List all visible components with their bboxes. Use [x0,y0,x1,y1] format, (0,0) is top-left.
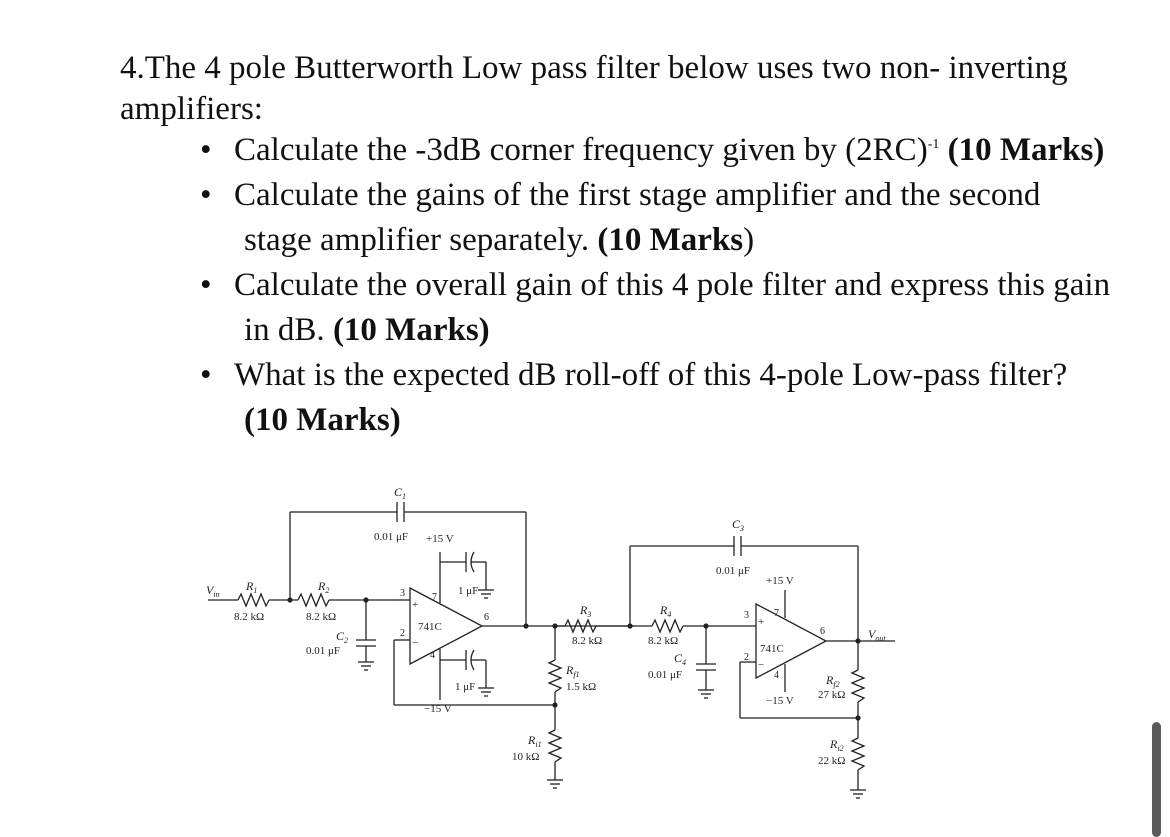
value-c2: 0.01 μF [306,645,340,657]
svg-text:4: 4 [430,650,435,661]
label-r4: R4 [659,603,671,619]
svg-text:6: 6 [820,626,825,637]
label-rf1: Rf1 [565,663,580,679]
butterworth-filter-schematic: Vin R1 8.2 kΩ R2 8.2 kΩ C1 0.01 μF +15 V… [206,485,895,799]
label-vout: Vout [868,627,886,643]
vertical-scrollbar[interactable] [1152,722,1161,837]
resistor-r4 [651,618,684,634]
svg-text:2: 2 [400,628,405,639]
minus-op2: − [758,659,764,671]
resistor-rf1 [547,659,563,693]
svg-text:4: 4 [774,670,779,681]
bullet-dot-icon: • [200,132,212,168]
bullet-dot-icon: • [200,177,212,213]
label-ri2: Ri2 [829,737,844,753]
label-c2: C2 [336,629,348,645]
svg-text:7: 7 [774,608,779,619]
svg-text:3: 3 [400,588,405,599]
bullet-dot-icon: • [200,267,212,303]
question-bullets: • Calculate the -3dB corner frequency gi… [200,128,1160,443]
plus-op1: + [412,599,418,611]
opamp-741c-1 [409,586,484,666]
bullet-item: • What is the expected dB roll-off of th… [200,353,1160,443]
value-1uf-bot: 1 μF [455,681,475,693]
value-c1: 0.01 μF [374,531,408,543]
svg-text:3: 3 [744,610,749,621]
label-r2: R2 [317,579,329,595]
label-r3: R3 [579,603,591,619]
resistor-ri2 [850,737,866,771]
opamp-741c-2 [755,602,828,680]
label-rf2: Rf2 [825,673,840,689]
resistor-r3 [564,618,597,634]
bullet-item: • Calculate the -3dB corner frequency gi… [200,128,1160,173]
value-rf2: 27 kΩ [818,689,845,701]
bullet-item: • Calculate the gains of the first stage… [200,173,1160,263]
svg-text:2: 2 [744,652,749,663]
label-vminus1: −15 V [424,703,452,715]
label-op1: 741C [418,621,442,633]
label-vplus1: +15 V [426,533,454,545]
resistor-r2 [297,592,330,608]
value-c3: 0.01 μF [716,565,750,577]
question-title: 4.The 4 pole Butterworth Low pass filter… [120,50,1068,127]
value-ri2: 22 kΩ [818,755,845,767]
value-ri1: 10 kΩ [512,751,539,763]
value-r2: 8.2 kΩ [306,611,336,623]
minus-op1: − [412,637,418,649]
bullet-item: • Calculate the overall gain of this 4 p… [200,263,1160,353]
resistor-r1 [237,592,270,608]
label-c3: C3 [732,517,744,533]
resistor-rf2 [850,669,866,703]
value-1uf-top: 1 μF [458,585,478,597]
plus-op2: + [758,616,764,628]
label-vin: Vin [206,583,220,599]
value-r1: 8.2 kΩ [234,611,264,623]
value-c4: 0.01 μF [648,669,682,681]
value-rf1: 1.5 kΩ [566,681,596,693]
label-vminus2: −15 V [766,695,794,707]
value-r4: 8.2 kΩ [648,635,678,647]
label-r1: R1 [245,579,257,595]
svg-text:6: 6 [484,612,489,623]
label-c1: C1 [394,485,406,501]
label-c4: C4 [674,651,686,667]
label-vplus2: +15 V [766,575,794,587]
label-op2: 741C [760,643,784,655]
label-ri1: Ri1 [527,733,542,749]
resistor-ri1 [547,729,563,763]
bullet-dot-icon: • [200,357,212,393]
value-r3: 8.2 kΩ [572,635,602,647]
svg-text:7: 7 [432,592,437,603]
